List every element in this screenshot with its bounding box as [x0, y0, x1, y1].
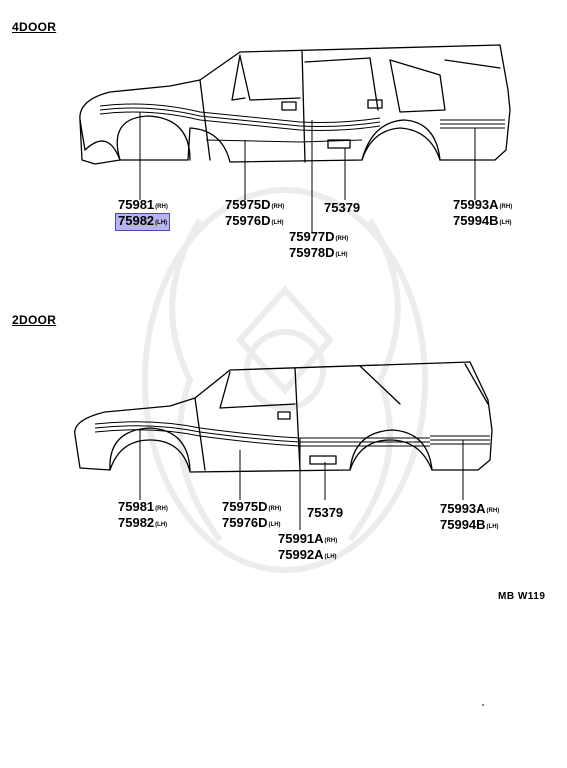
part-number: 75975D — [225, 197, 271, 212]
vehicle-2door — [74, 361, 493, 473]
callout-2door-body-side: 75991A(RH) 75992A(LH) — [278, 532, 337, 564]
side-label: (LH) — [499, 220, 512, 226]
part-row[interactable]: 75992A(LH) — [278, 548, 337, 564]
part-number: 75379 — [307, 505, 344, 520]
part-row[interactable]: 75981(RH) — [118, 500, 168, 516]
side-label: (LH) — [155, 220, 168, 226]
part-number: 75977D — [289, 229, 335, 244]
part-number: 75993A — [453, 197, 499, 212]
part-row[interactable]: 75994B(LH) — [440, 518, 499, 534]
part-number: 75982 — [118, 515, 155, 530]
part-row[interactable]: 75993A(RH) — [453, 198, 512, 214]
side-label: (RH) — [499, 204, 513, 210]
side-label: (RH) — [335, 236, 349, 242]
part-number: 75993A — [440, 501, 486, 516]
part-row[interactable]: 75978D(LH) — [289, 246, 348, 262]
callout-2door-emblem: 75379 — [307, 506, 343, 520]
part-number: 75994B — [440, 517, 486, 532]
part-number: 75994B — [453, 213, 499, 228]
side-label: (LH) — [335, 252, 348, 258]
part-number: 75992A — [278, 547, 324, 562]
part-number: 75982 — [118, 213, 155, 228]
leader-lines-2door — [139, 430, 464, 530]
part-number: 75976D — [222, 515, 268, 530]
part-row[interactable]: 75379 — [307, 506, 343, 520]
callout-4door-emblem: 75379 — [324, 201, 360, 215]
side-label: (RH) — [271, 204, 285, 210]
part-row[interactable]: 75993A(RH) — [440, 502, 499, 518]
side-label: (RH) — [486, 508, 500, 514]
callout-4door-rear-door: 75977D(RH) 75978D(LH) — [289, 230, 348, 262]
part-row[interactable]: 75379 — [324, 201, 360, 215]
part-row[interactable]: 75981(RH) — [118, 198, 169, 214]
section-title-4door: 4DOOR — [12, 20, 57, 34]
side-label: (RH) — [155, 204, 168, 210]
watermark-emblem — [142, 187, 428, 573]
part-number: 75978D — [289, 245, 335, 260]
part-number: 75379 — [324, 200, 361, 215]
part-row[interactable]: 75976D(LH) — [225, 214, 284, 230]
part-number: 75991A — [278, 531, 324, 546]
part-row[interactable]: 75975D(RH) — [225, 198, 284, 214]
part-number: 75981 — [118, 197, 155, 212]
part-row[interactable]: 75976D(LH) — [222, 516, 281, 532]
side-label: (LH) — [271, 220, 284, 226]
callout-4door-front-door: 75975D(RH) 75976D(LH) — [225, 198, 284, 230]
leader-lines-4door — [139, 112, 476, 232]
callout-4door-quarter: 75993A(RH) 75994B(LH) — [453, 198, 512, 230]
side-label: (LH) — [486, 524, 499, 530]
part-number: 75975D — [222, 499, 268, 514]
side-label: (RH) — [155, 506, 168, 512]
part-row[interactable]: 75982(LH) — [118, 516, 168, 532]
part-row[interactable]: 75977D(RH) — [289, 230, 348, 246]
stray-dot — [482, 704, 484, 706]
diagram-code: MB W119 — [498, 591, 546, 602]
callout-2door-front-door: 75975D(RH) 75976D(LH) — [222, 500, 281, 532]
side-label: (RH) — [324, 538, 338, 544]
part-row-highlighted[interactable]: 75982(LH) — [114, 213, 171, 231]
section-title-2door: 2DOOR — [12, 313, 57, 327]
part-number: 75976D — [225, 213, 271, 228]
vehicle-4door — [79, 44, 511, 165]
callout-2door-quarter: 75993A(RH) 75994B(LH) — [440, 502, 499, 534]
part-row[interactable]: 75975D(RH) — [222, 500, 281, 516]
callout-4door-front-fender: 75981(RH) 75982(LH) — [114, 198, 171, 231]
callout-2door-front-fender: 75981(RH) 75982(LH) — [118, 500, 168, 532]
part-number: 75981 — [118, 499, 155, 514]
side-label: (LH) — [268, 522, 281, 528]
part-row[interactable]: 75991A(RH) — [278, 532, 337, 548]
side-label: (RH) — [268, 506, 282, 512]
side-label: (LH) — [324, 554, 337, 560]
part-row[interactable]: 75994B(LH) — [453, 214, 512, 230]
side-label: (LH) — [155, 522, 168, 528]
